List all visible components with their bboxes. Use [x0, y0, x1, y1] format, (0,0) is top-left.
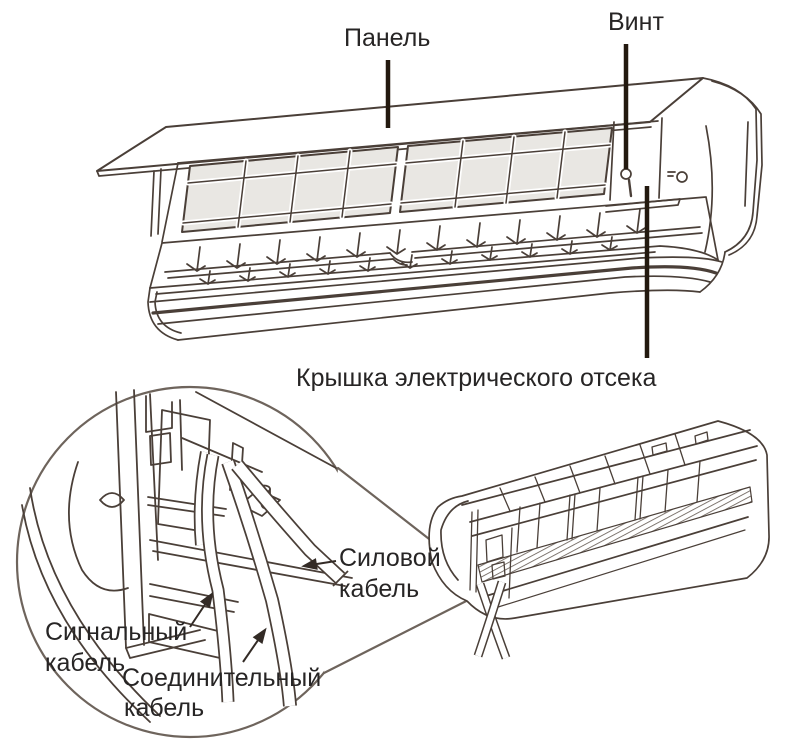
signal-cable-arrow: [189, 590, 217, 628]
screw-label: Винт: [608, 8, 664, 36]
air-filter-right: [398, 127, 613, 213]
roller-band: [477, 486, 753, 583]
louver-band: [149, 196, 719, 295]
signal-cable-drawing: [193, 451, 235, 703]
svg-text:кабель: кабель: [45, 649, 125, 677]
right-end-cap: [702, 77, 763, 256]
display-window: [667, 171, 688, 183]
cables: [193, 451, 349, 707]
top-face-grid: [499, 431, 709, 512]
side-frame: [115, 389, 206, 659]
svg-text:кабель: кабель: [124, 694, 204, 722]
back-face-ribs: [516, 460, 701, 553]
panel-label: Панель: [344, 24, 430, 52]
svg-text:кабель: кабель: [339, 575, 419, 603]
detail-callout: [15, 385, 494, 739]
connecting-cable-drawing: [221, 459, 297, 707]
indoor-unit-front-view: [96, 77, 763, 341]
electrical-compartment: [605, 117, 681, 213]
air-filter-left: [180, 146, 399, 233]
power-cable-arrow: [302, 558, 337, 572]
power-cable-drawing: [231, 460, 349, 587]
callout-interior: [21, 389, 353, 723]
connecting-cable-label: Соединительный кабель: [122, 664, 321, 722]
power-cable-label: Силовой кабель: [339, 544, 441, 603]
svg-text:Соединительный: Соединительный: [122, 664, 321, 692]
screw-glyph: [620, 168, 633, 198]
callout-wedge: [324, 468, 492, 673]
svg-text:Силовой: Силовой: [339, 544, 441, 572]
bottom-shell: [147, 251, 726, 341]
rear-unit-cables: [473, 580, 511, 660]
rear-left-details: [469, 509, 513, 599]
indoor-unit-rear-view: [428, 420, 770, 660]
signal-cable-label: Сигнальный кабель: [45, 618, 187, 677]
connecting-cable-arrow: [242, 626, 270, 663]
svg-text:Сигнальный: Сигнальный: [45, 618, 187, 646]
electrical-cover-label: Крышка электрического отсека: [296, 364, 656, 392]
